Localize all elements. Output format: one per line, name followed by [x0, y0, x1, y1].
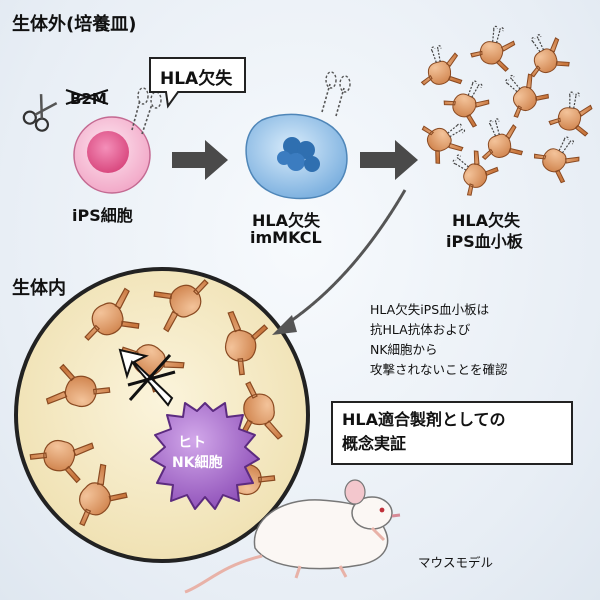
nk-label-2: NK細胞 [172, 455, 223, 471]
concept-text: HLA適合製剤としての 概念実証 [342, 408, 506, 456]
immkcl-cell [245, 71, 351, 200]
concept-box [331, 401, 573, 465]
title-in-vivo: 生体内 [12, 278, 66, 299]
ips-cell [73, 87, 162, 194]
immkcl-label-1: HLA欠失 [252, 211, 320, 230]
note-text: HLA欠失iPS血小板は 抗HLA抗体および NK細胞から 攻撃されないことを確… [370, 300, 508, 380]
b2m-gene-label: B2M [70, 90, 107, 108]
platelet-cluster [415, 21, 595, 201]
process-arrow-2 [360, 140, 418, 180]
note-line-2: 抗HLA抗体および [370, 322, 471, 337]
nk-label-1: ヒト [178, 435, 206, 451]
note-line-1: HLA欠失iPS血小板は [370, 302, 490, 317]
callout-text: HLA欠失 [160, 69, 233, 89]
ips-cell-label: iPS細胞 [72, 206, 133, 225]
platelet-label-2: iPS血小板 [446, 232, 523, 251]
immkcl-label-2: imMKCL [250, 228, 322, 247]
b2m-text: B2M [70, 90, 107, 108]
mouse-label: マウスモデル [418, 555, 494, 570]
note-line-4: 攻撃されないことを確認 [370, 362, 508, 377]
transfusion-arrowhead [272, 315, 297, 335]
transfusion-arrow [284, 189, 407, 327]
concept-line-2: 概念実証 [342, 434, 407, 453]
nk-cell [150, 402, 260, 510]
mouse-illustration [184, 479, 401, 594]
platelet-label-1: HLA欠失 [452, 211, 520, 230]
process-arrow-1 [172, 140, 228, 180]
blocked-attack-arrow [118, 348, 176, 407]
note-line-3: NK細胞から [370, 342, 438, 357]
callout-box [149, 57, 246, 109]
title-in-vitro: 生体外(培養皿) [12, 14, 137, 35]
concept-line-1: HLA適合製剤としての [342, 410, 506, 429]
scissors-icon [22, 94, 58, 132]
